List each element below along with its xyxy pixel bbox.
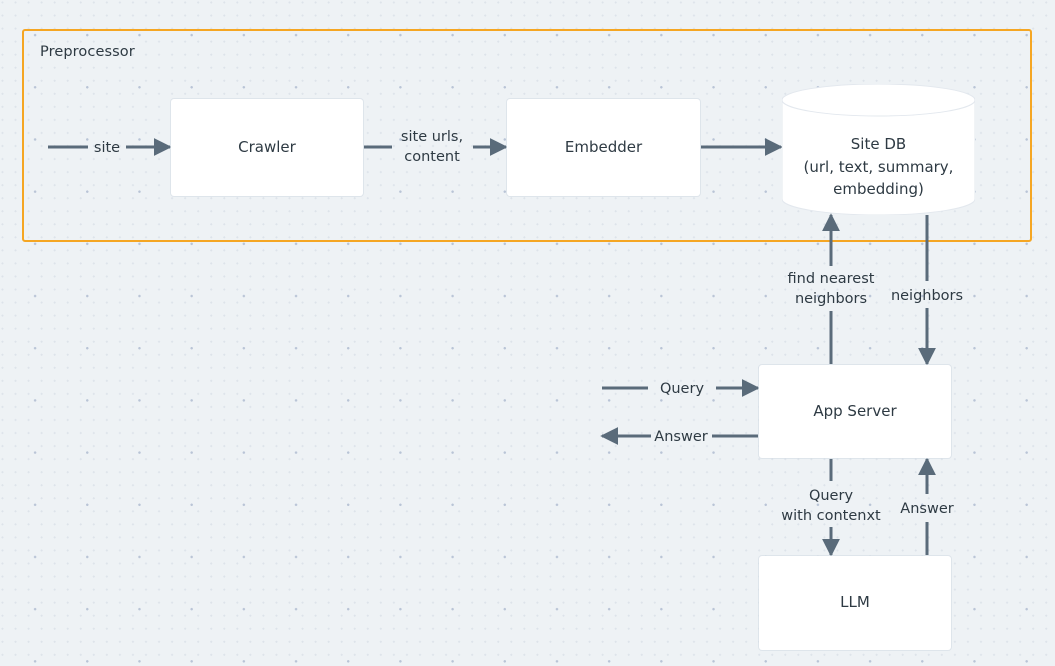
node-llm-label: LLM (840, 593, 870, 612)
edge-label-answer-from-llm: Answer (900, 501, 954, 517)
edge-label-site: site (93, 140, 121, 156)
node-site-db-label: Site DB (url, text, summary, embedding) (803, 135, 954, 198)
preprocessor-group (22, 29, 1032, 242)
edge-label-query: Query (659, 381, 705, 397)
node-app-server-label: App Server (813, 401, 897, 420)
node-embedder-label: Embedder (564, 137, 643, 156)
cylinder-shape (782, 84, 975, 215)
node-app-server[interactable]: App Server (759, 365, 951, 458)
node-embedder[interactable]: Embedder (507, 99, 700, 196)
node-crawler[interactable]: Crawler (171, 99, 363, 196)
edge-label-neighbors: neighbors (890, 288, 964, 304)
node-llm[interactable]: LLM (759, 556, 951, 650)
node-site-db[interactable]: Site DB (url, text, summary, embedding) (782, 84, 975, 215)
edge-label-find-nearest-neighbors: find nearest neighbors (787, 271, 875, 307)
preprocessor-group-label: Preprocessor (40, 44, 135, 60)
edge-label-query-with-context: Query with contenxt (781, 488, 881, 524)
edge-label-answer: Answer (654, 429, 708, 445)
edge-label-site-urls-content: site urls, content (400, 129, 464, 165)
node-crawler-label: Crawler (238, 137, 296, 156)
